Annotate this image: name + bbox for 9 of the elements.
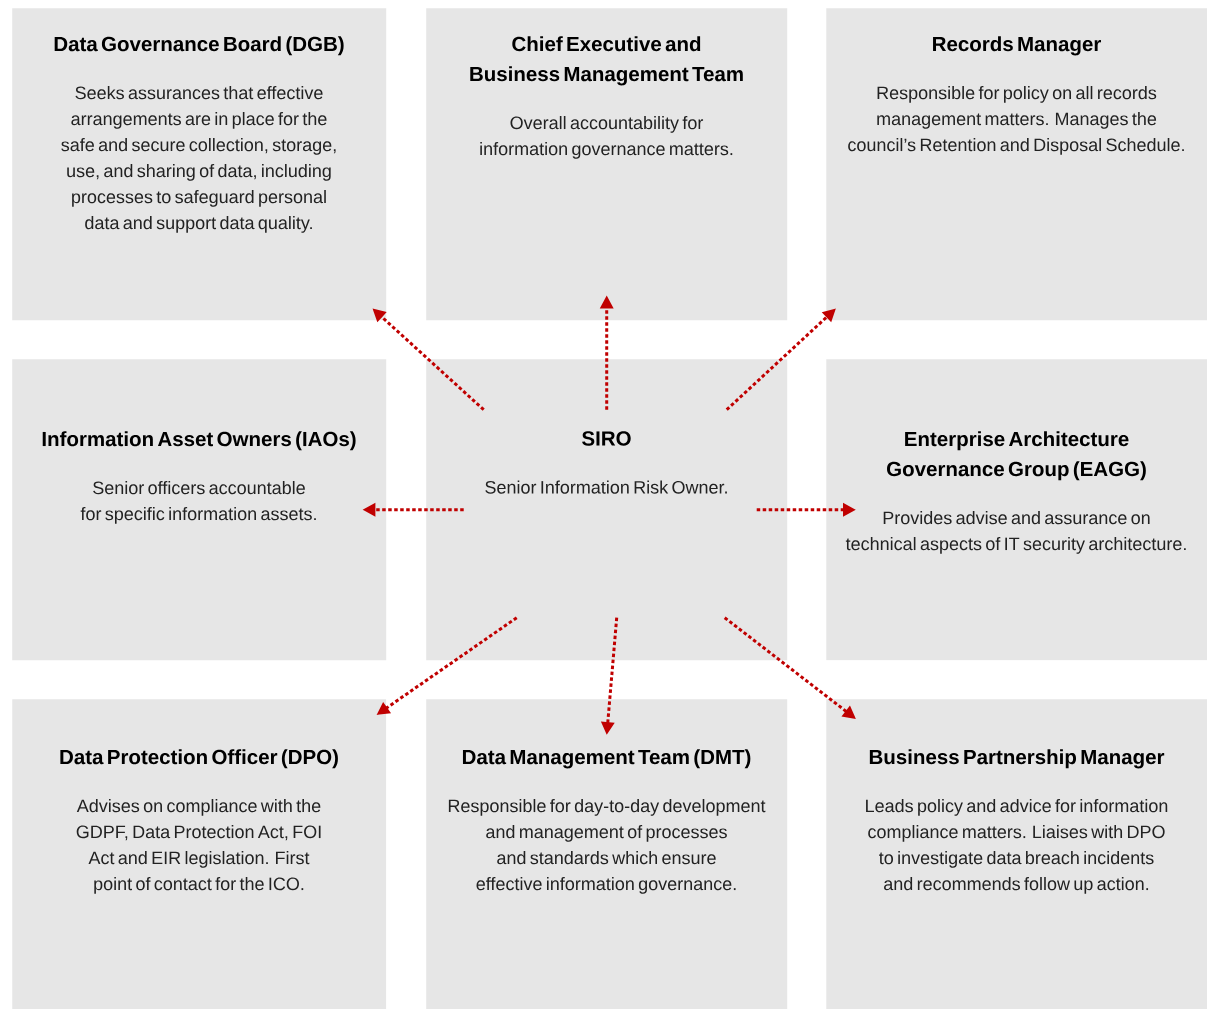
info-box: Enterprise Architecture Governance Group (EAGG) Provides advise and assurance on technical aspects of IT security architecture.	[826, 359, 1207, 661]
info-box: Business Partnership Manager Leads policy and advice for information compliance matters. Liaises with DPO to investigate data breach incidents and recommends follow up action.	[826, 699, 1207, 1009]
info-box: SIRO Senior Information Risk Owner.	[426, 359, 788, 661]
info-box: Data Governance Board (DGB) Seeks assurances that effective arrangements are in place for the safe and secure collection, storage, use, and sharing of data, including processes to safeguard personal data and support data quality.	[12, 8, 387, 321]
info-box: Records Manager Responsible for policy on all records management matters. Manages the council’s Retention and Disposal Schedule.	[826, 8, 1207, 321]
info-box: Data Protection Officer (DPO) Advises on compliance with the GDPF, Data Protection Act, FOI Act and EIR legislation. First point of contact for the ICO.	[12, 699, 387, 1009]
info-box: Information Asset Owners (IAOs) Senior officers accountable for specific information assets.	[12, 359, 387, 661]
info-box: Chief Executive and Business Management Team Overall accountability for information governance matters.	[426, 8, 788, 321]
info-box: Data Management Team (DMT) Responsible for day-to-day development and management of processes and standards which ensure effective information governance.	[426, 699, 788, 1009]
